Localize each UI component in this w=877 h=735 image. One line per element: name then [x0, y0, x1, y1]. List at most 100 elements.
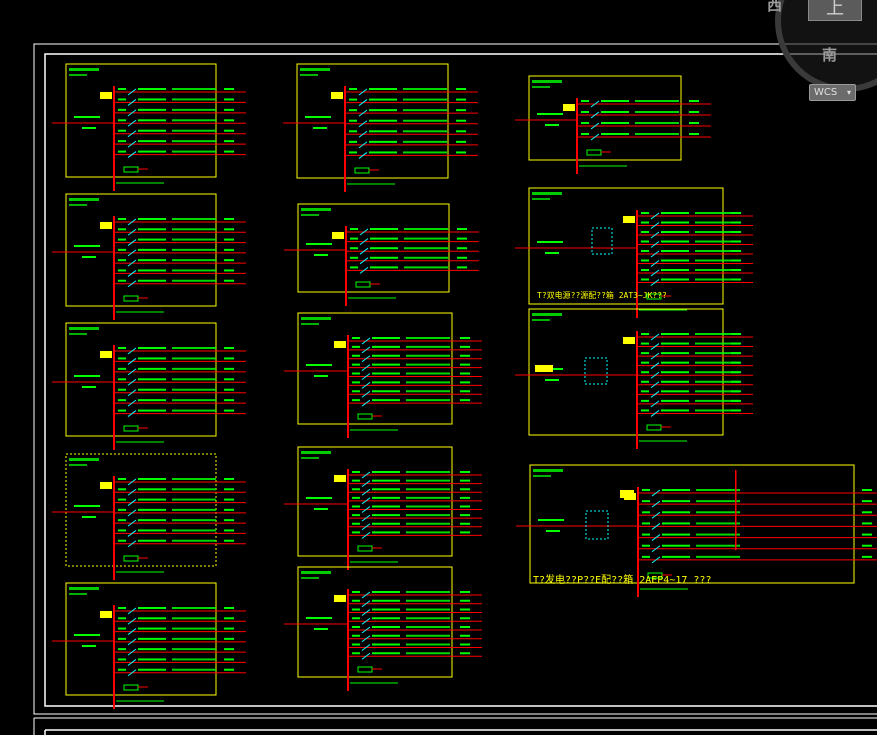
cable-label: [406, 345, 450, 348]
panel-header-text: [533, 475, 551, 477]
breaker-symbol: [358, 152, 368, 159]
breaker-symbol: [361, 635, 371, 643]
cable-label: [696, 489, 740, 491]
cable-label: [172, 529, 216, 532]
breaker-symbol: [361, 506, 371, 513]
panel-header-text: [301, 208, 331, 211]
circuit-id: [349, 109, 357, 112]
circuit-id: [352, 363, 360, 366]
breaker-symbol: [650, 260, 660, 267]
panel-box: [529, 464, 855, 584]
cable-label: [172, 378, 216, 381]
circuit-id: [118, 357, 126, 360]
cable-label: [172, 539, 216, 542]
cable-label: [406, 643, 450, 646]
load-label: [862, 500, 872, 503]
panel-header-text: [300, 74, 318, 76]
breaker-label: [372, 471, 400, 473]
breaker-symbol: [651, 511, 661, 519]
load-label: [457, 256, 467, 259]
cable-label: [172, 519, 216, 522]
earth-box: [357, 413, 373, 420]
earth-box: [123, 166, 139, 173]
load-label: [456, 140, 466, 143]
breaker-label: [138, 140, 166, 143]
breaker-symbol: [127, 607, 137, 615]
panel-header-text: [301, 317, 331, 320]
circuit-id: [641, 333, 649, 335]
load-label: [731, 240, 741, 243]
load-label: [731, 269, 741, 271]
breaker-symbol: [651, 523, 661, 530]
circuit-id: [641, 352, 649, 355]
breaker-label: [372, 617, 400, 620]
load-label: [862, 511, 872, 514]
panel-box: [297, 312, 453, 425]
incoming-label: [82, 386, 96, 388]
panel-header-text: [532, 313, 562, 316]
cable-label: [406, 531, 450, 534]
panel-box: [296, 63, 449, 179]
cable-label: [172, 98, 216, 101]
breaker-label: [138, 488, 166, 491]
circuit-id: [118, 658, 126, 661]
incoming-label: [306, 243, 332, 245]
breaker-label: [372, 496, 400, 499]
load-label: [224, 150, 234, 153]
load-label: [224, 129, 234, 132]
cable-label: [404, 266, 448, 269]
breaker-label: [138, 119, 166, 122]
load-label: [460, 591, 470, 593]
breaker-symbol: [358, 141, 368, 149]
circuit-id: [118, 607, 126, 609]
breaker-label: [601, 111, 629, 113]
load-label: [224, 637, 234, 640]
circuit-id: [352, 496, 360, 499]
cable-label: [695, 352, 739, 355]
circuit-id: [118, 617, 126, 620]
cable-label: [406, 591, 450, 593]
breaker-symbol: [650, 343, 660, 350]
panel-header-text: [301, 323, 319, 325]
cable-label: [172, 140, 216, 143]
panel-header-text: [69, 68, 99, 71]
cable-label: [172, 478, 216, 480]
breaker-symbol: [650, 400, 660, 408]
panel-header-text: [69, 464, 87, 466]
breaker-label: [138, 238, 166, 241]
cable-label: [406, 608, 450, 611]
panel-header-text: [301, 457, 319, 459]
breaker-symbol: [361, 531, 371, 539]
earth-box: [123, 684, 139, 691]
wcs-dropdown[interactable]: WCS ▾: [809, 84, 856, 101]
circuit-id: [118, 399, 126, 402]
circuit-id: [641, 240, 649, 243]
breaker-symbol: [590, 122, 600, 130]
circuit-id: [350, 247, 358, 250]
cable-label: [695, 409, 739, 412]
load-label: [224, 248, 234, 251]
circuit-id: [118, 98, 126, 101]
incoming-label: [538, 519, 564, 521]
load-label: [224, 367, 234, 370]
viewcube-face[interactable]: 上: [808, 0, 862, 21]
breaker-symbol: [127, 119, 137, 127]
load-label: [460, 505, 470, 508]
breaker-label: [372, 399, 400, 402]
load-label: [456, 130, 466, 133]
breaker-symbol: [651, 545, 661, 553]
cable-label: [635, 111, 679, 113]
breaker-symbol: [359, 228, 369, 236]
load-label: [731, 250, 741, 252]
breaker-label: [138, 150, 166, 153]
breaker-label: [662, 511, 690, 514]
load-label: [460, 337, 470, 339]
cable-label: [696, 544, 740, 547]
cable-label: [695, 269, 739, 271]
incoming-label: [74, 245, 100, 247]
load-label: [224, 98, 234, 101]
incoming-label: [314, 254, 328, 256]
circuit-id: [352, 390, 360, 393]
breaker-label: [661, 240, 689, 243]
